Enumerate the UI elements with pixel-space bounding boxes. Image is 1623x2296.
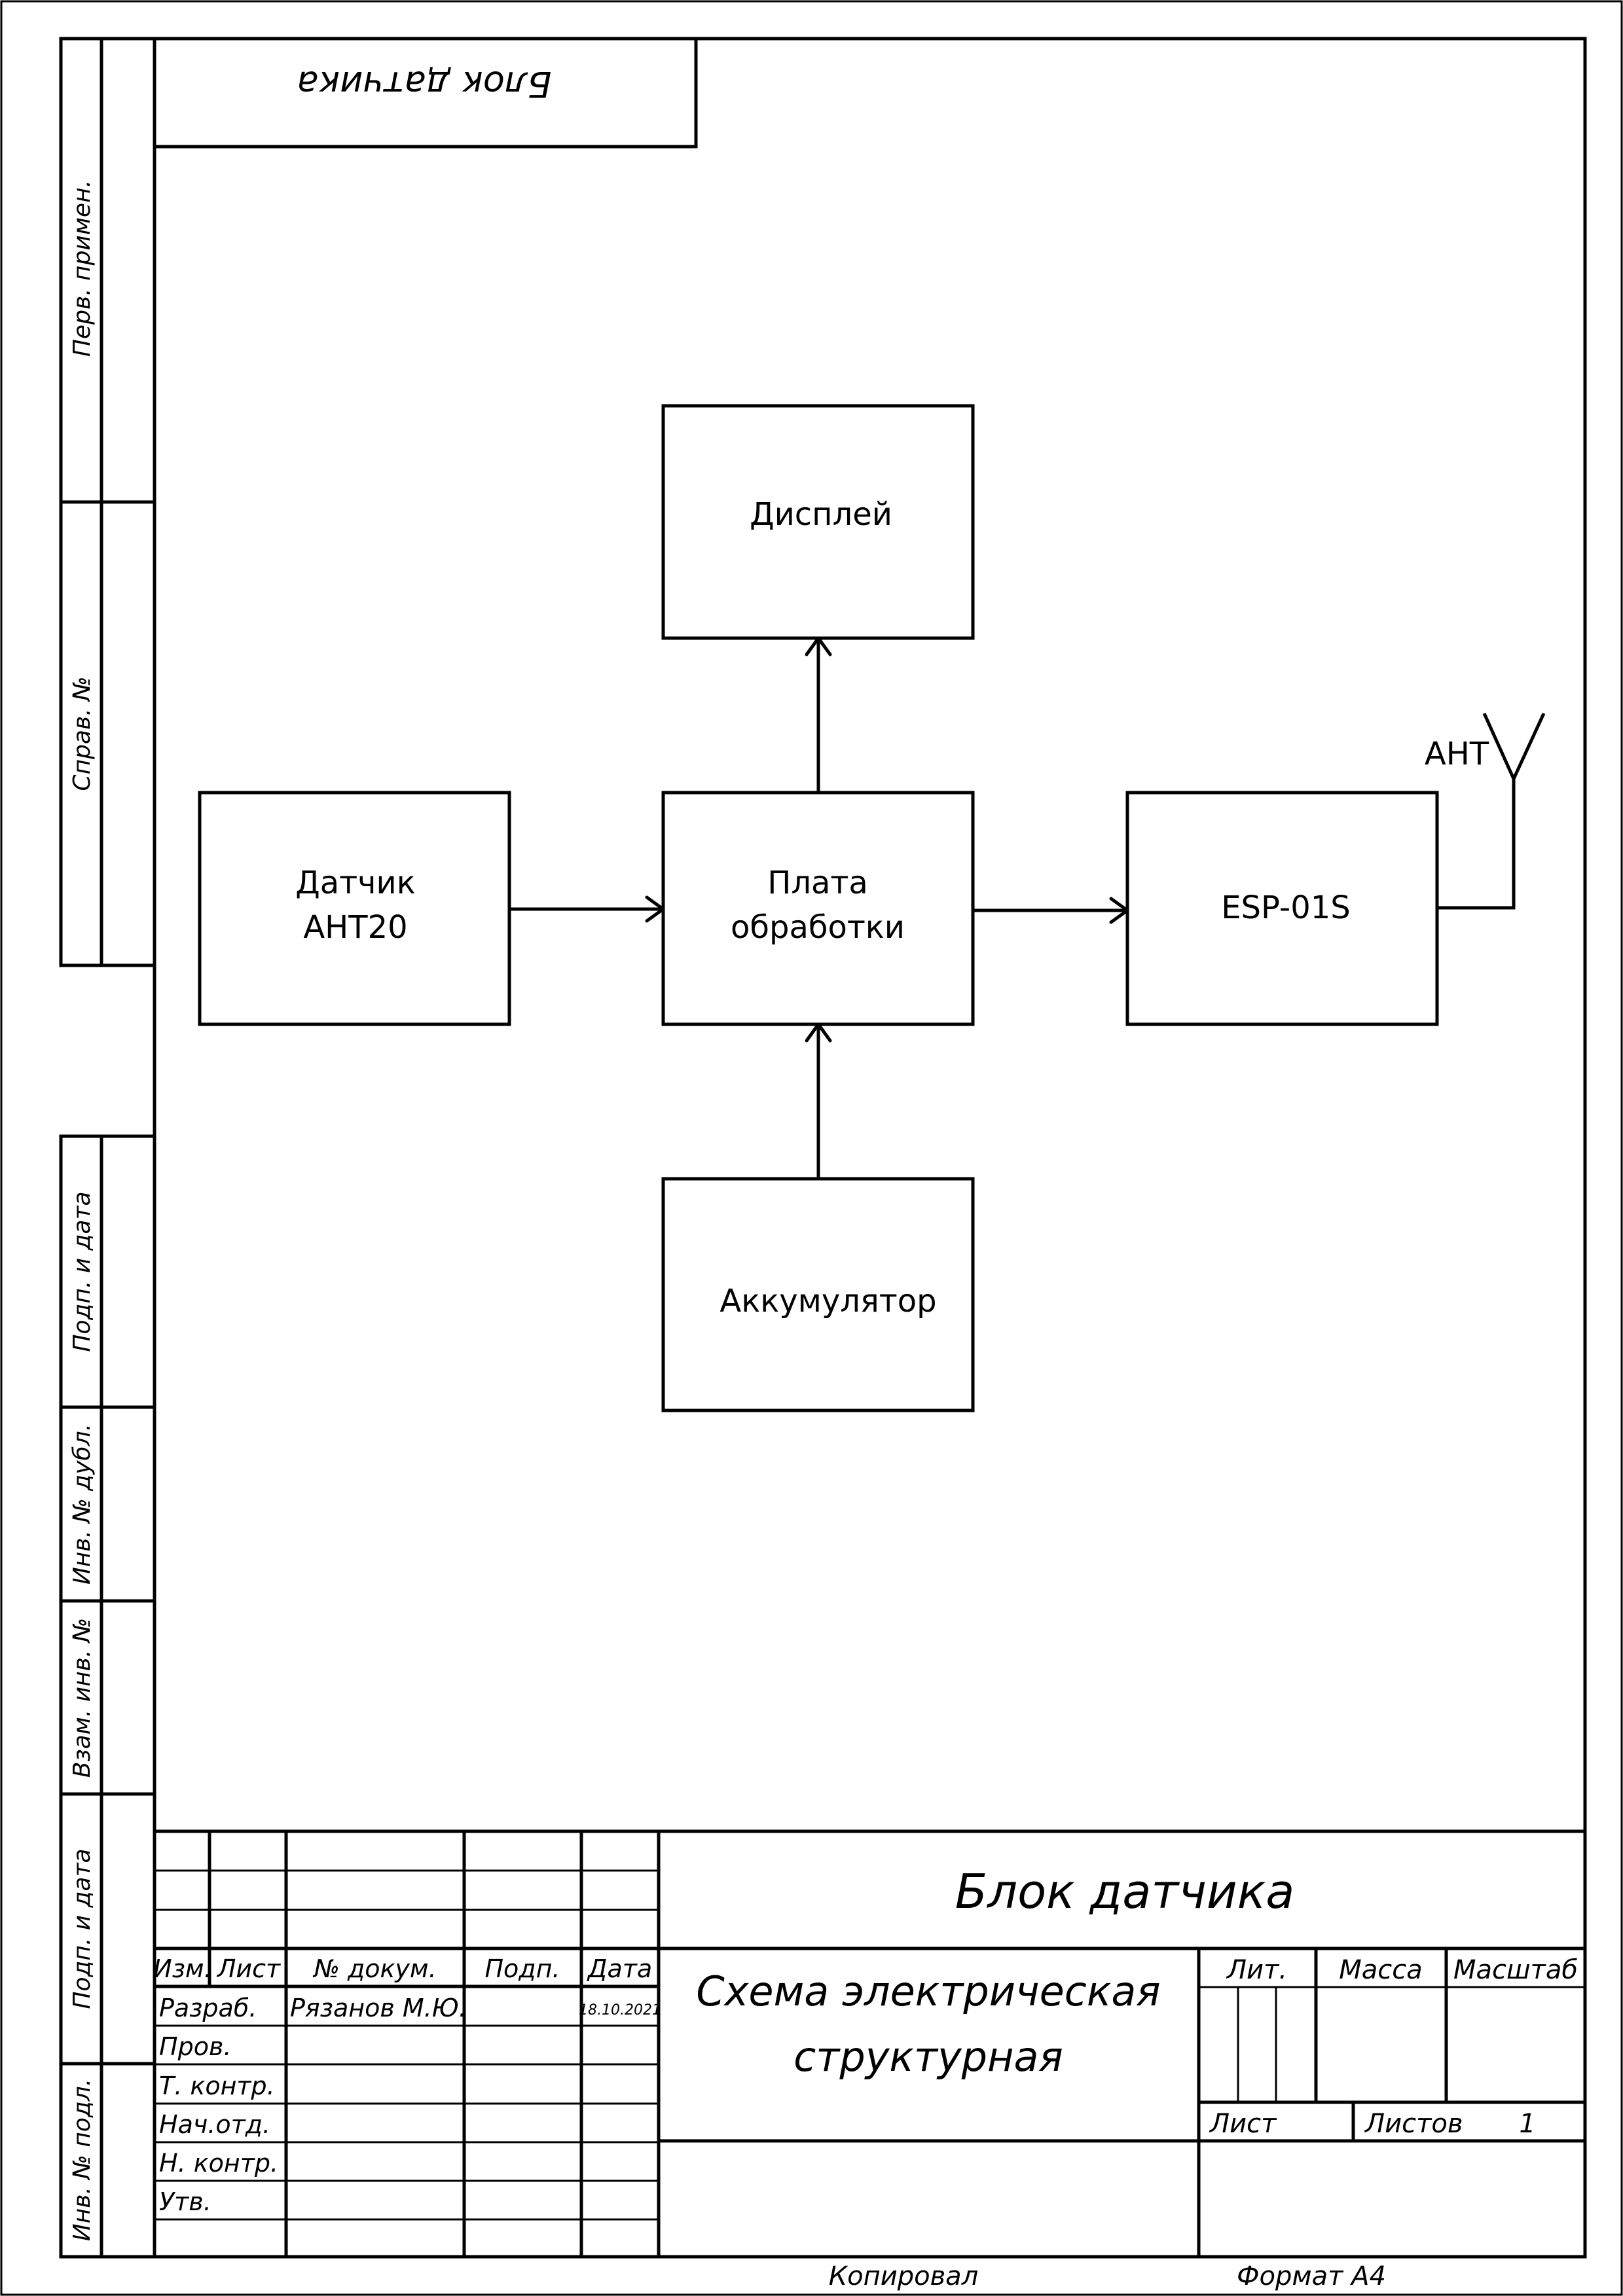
block-sensor: Датчик AHT20 xyxy=(198,791,511,1026)
arrow-sensor-to-board xyxy=(507,895,665,923)
block-esp-label: ESP-01S xyxy=(1221,889,1351,926)
doc-type-line-1: Схема электрическая xyxy=(696,1967,1160,2015)
header-date: Дата xyxy=(587,1954,652,1983)
side-strip-upper xyxy=(59,37,156,967)
header-izm: Изм. xyxy=(153,1954,211,1983)
block-battery-label: Аккумулятор xyxy=(720,1283,936,1319)
block-board-label-2: обработки xyxy=(731,909,905,946)
side-label-podp-data-2: Подп. и дата xyxy=(69,1848,96,2009)
sheet-label: Лист xyxy=(1209,2109,1277,2139)
role-approved: Утв. xyxy=(159,2187,211,2216)
sheets-label: Листов xyxy=(1364,2109,1463,2139)
scale-label: Масштаб xyxy=(1453,1955,1578,1985)
block-battery: Аккумулятор xyxy=(661,1177,975,1412)
header-list: Лист xyxy=(216,1954,282,1983)
role-checker: Пров. xyxy=(159,2032,231,2061)
antenna-icon xyxy=(1437,712,1546,910)
footer-copied: Копировал xyxy=(829,2261,979,2291)
role-developer: Разраб. xyxy=(159,1994,257,2022)
block-display-label: Дисплей xyxy=(750,496,892,533)
lit-label: Лит. xyxy=(1226,1955,1287,1985)
role-dept-head: Нач.отд. xyxy=(159,2110,270,2139)
role-norm-control: Н. контр. xyxy=(159,2149,278,2178)
arrow-board-to-display xyxy=(805,636,832,795)
side-label-perv-primen: Перв. примен. xyxy=(69,180,96,357)
header-signature: Подп. xyxy=(484,1954,560,1983)
mass-label: Масса xyxy=(1339,1955,1423,1985)
block-sensor-label-2: AHT20 xyxy=(303,909,407,946)
side-label-podp-data-1: Подп. и дата xyxy=(69,1191,96,1352)
developer-date: 18.10.2021 xyxy=(579,2002,661,2018)
doc-type-line-2: структурная xyxy=(793,2033,1063,2081)
developer-name: Рязанов М.Ю. xyxy=(290,1994,467,2022)
arrow-board-to-esp xyxy=(971,897,1129,924)
sheets-count: 1 xyxy=(1519,2109,1535,2139)
block-board-label-1: Плата xyxy=(767,865,868,901)
side-label-inv-podl: Инв. № подл. xyxy=(69,2079,96,2241)
header-doc-number: № докум. xyxy=(312,1954,436,1983)
antenna-label: АНТ xyxy=(1425,736,1489,772)
side-strip-lower xyxy=(59,1134,156,2259)
footer-format: Формат А4 xyxy=(1237,2261,1386,2291)
block-esp: ESP-01S xyxy=(1125,791,1439,1026)
block-sensor-label-1: Датчик xyxy=(295,865,415,901)
arrow-battery-to-board xyxy=(805,1022,832,1181)
top-stamp-text: Блок датчика xyxy=(297,63,552,105)
role-tech-control: Т. контр. xyxy=(159,2072,275,2100)
product-name: Блок датчика xyxy=(955,1864,1295,1919)
side-label-sprav: Справ. № xyxy=(69,676,96,791)
top-stamp: Блок датчика xyxy=(155,39,698,149)
side-label-vzam-inv: Взам. инв. № xyxy=(69,1618,96,1778)
title-block-grid xyxy=(155,1829,1585,2257)
side-label-inv-dubl: Инв. № дубл. xyxy=(69,1424,96,1585)
